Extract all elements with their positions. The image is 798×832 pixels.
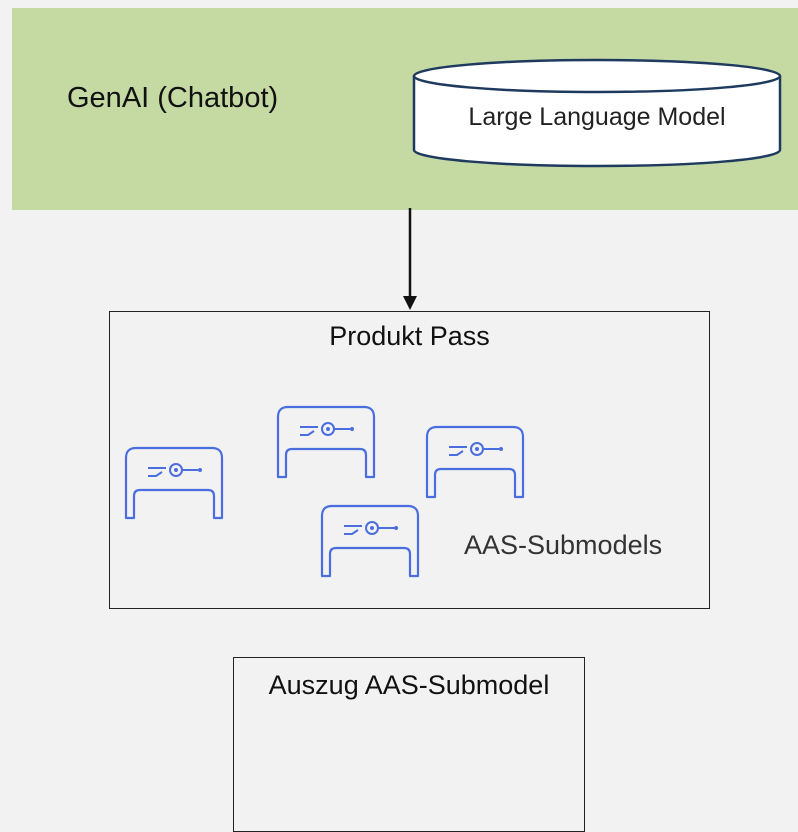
connector-arrow [403, 208, 417, 310]
aas-submodel-icon [320, 504, 420, 578]
aas-submodel-icon [276, 405, 376, 479]
submodel-excerpt-title: Auszug AAS-Submodel [268, 670, 550, 700]
llm-label: Large Language Model [468, 103, 726, 131]
aas-submodel-icon [425, 425, 525, 499]
submodels-label: AAS-Submodels [464, 530, 663, 560]
aas-submodel-icon [124, 446, 224, 520]
submodel-excerpt-box: Auszug AAS-Submodel [233, 657, 585, 832]
product-pass-box: Produkt Pass AAS-Submodels [109, 311, 710, 609]
genai-title: GenAI (Chatbot) [67, 82, 279, 114]
llm-database-cylinder [412, 58, 782, 168]
product-pass-title: Produkt Pass [329, 321, 490, 351]
